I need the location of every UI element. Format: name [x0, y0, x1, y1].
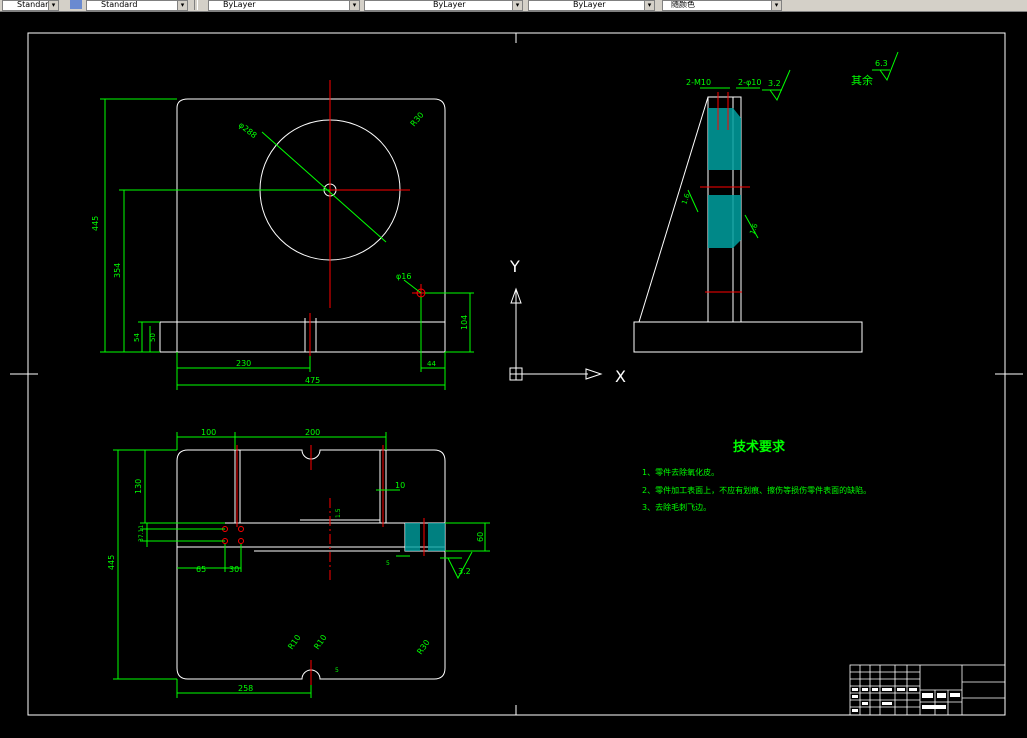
callout-2-m10: 2-M10 [686, 78, 711, 87]
dim-r-small: 5 [335, 667, 339, 674]
rough-other-value: 6.3 [875, 59, 888, 68]
dim-100: 100 [201, 428, 216, 437]
front-view[interactable]: φ288 R30 φ16 445 354 54 50 104 230 475 4… [91, 80, 474, 390]
title-block [849, 664, 1006, 716]
dim-200: 200 [305, 428, 320, 437]
section-hatch-left [405, 523, 420, 551]
dim-10: 10 [395, 481, 405, 490]
color-combo[interactable]: 随颜色▾ [662, 0, 782, 11]
tech-item-3: 3、去除毛刺飞边。 [642, 502, 711, 512]
layer-combo[interactable]: ByLayer▾ [208, 0, 360, 11]
section-hatch-upper [708, 108, 741, 170]
dim-230: 230 [236, 359, 251, 368]
top-view[interactable] [113, 432, 490, 698]
chevron-down-icon: ▾ [177, 1, 187, 10]
dim-258: 258 [238, 684, 253, 693]
chevron-down-icon: ▾ [644, 1, 654, 10]
dim-37: 37.11 [138, 525, 145, 542]
top-roughness: 3.2 [458, 567, 471, 576]
chevron-down-icon: ▾ [349, 1, 359, 10]
toolbar-separator [194, 0, 198, 10]
dim-65: 65 [196, 565, 206, 574]
ucs-y-label: Y [509, 257, 520, 276]
dim-104: 104 [460, 315, 469, 330]
roughness-label: 3.2 [768, 79, 781, 88]
dim-60: 60 [476, 532, 485, 542]
top-height-dim: 445 [107, 555, 116, 570]
section-hatch-right [428, 523, 445, 551]
dim-30: 30 [229, 565, 239, 574]
properties-toolbar: Standard▾ Standard▾ ByLayer▾ ByLayer▾ By… [0, 0, 1027, 12]
dim-54: 54 [133, 333, 141, 342]
tech-title: 技术要求 [733, 439, 786, 455]
title-block-text-blocks [852, 688, 960, 712]
callout-2-dia10: 2-φ10 [738, 78, 761, 87]
dim-50: 50 [149, 333, 157, 342]
section-hatch-lower [708, 195, 741, 248]
dim-44: 44 [427, 360, 436, 368]
dim-5: 5 [386, 560, 390, 567]
r-corner-label: R30 [415, 638, 431, 656]
tech-item-2: 2、零件加工表面上，不应有划痕、擦伤等损伤零件表面的缺陷。 [642, 485, 871, 495]
rough-1: 1.6 [680, 192, 692, 206]
ucs-icon [509, 287, 603, 381]
linetype-combo[interactable]: ByLayer▾ [364, 0, 523, 11]
frame-center-marks [10, 33, 1023, 715]
dim-130: 130 [134, 479, 143, 494]
radius-label: R30 [409, 110, 426, 128]
chevron-down-icon: ▾ [771, 1, 781, 10]
rough-2: 1.6 [748, 222, 760, 236]
center-height-dim: 354 [113, 263, 122, 278]
circle-dia-label: φ288 [237, 120, 259, 140]
ucs-x-label: X [615, 367, 626, 386]
rough-other-label: 其余 [851, 73, 873, 87]
dimension-style-icon[interactable] [70, 0, 82, 9]
chevron-down-icon: ▾ [48, 1, 58, 10]
small-hole-label: φ16 [396, 272, 411, 281]
height-dim: 445 [91, 216, 100, 231]
text-style-combo[interactable]: Standard▾ [2, 0, 59, 11]
tech-item-1: 1、零件去除氧化皮。 [642, 467, 719, 477]
r-bottom-label: R10 [286, 633, 302, 651]
lineweight-combo[interactable]: ByLayer▾ [528, 0, 655, 11]
dim-small: 1.5 [335, 508, 342, 518]
drawing-canvas[interactable]: φ288 R30 φ16 445 354 54 50 104 230 475 4… [0, 12, 1027, 738]
side-view[interactable] [633, 51, 899, 353]
width-dim: 475 [305, 376, 320, 385]
r-bottom2-label: R10 [312, 633, 328, 651]
dimension-style-combo[interactable]: Standard▾ [86, 0, 188, 11]
chevron-down-icon: ▾ [512, 1, 522, 10]
